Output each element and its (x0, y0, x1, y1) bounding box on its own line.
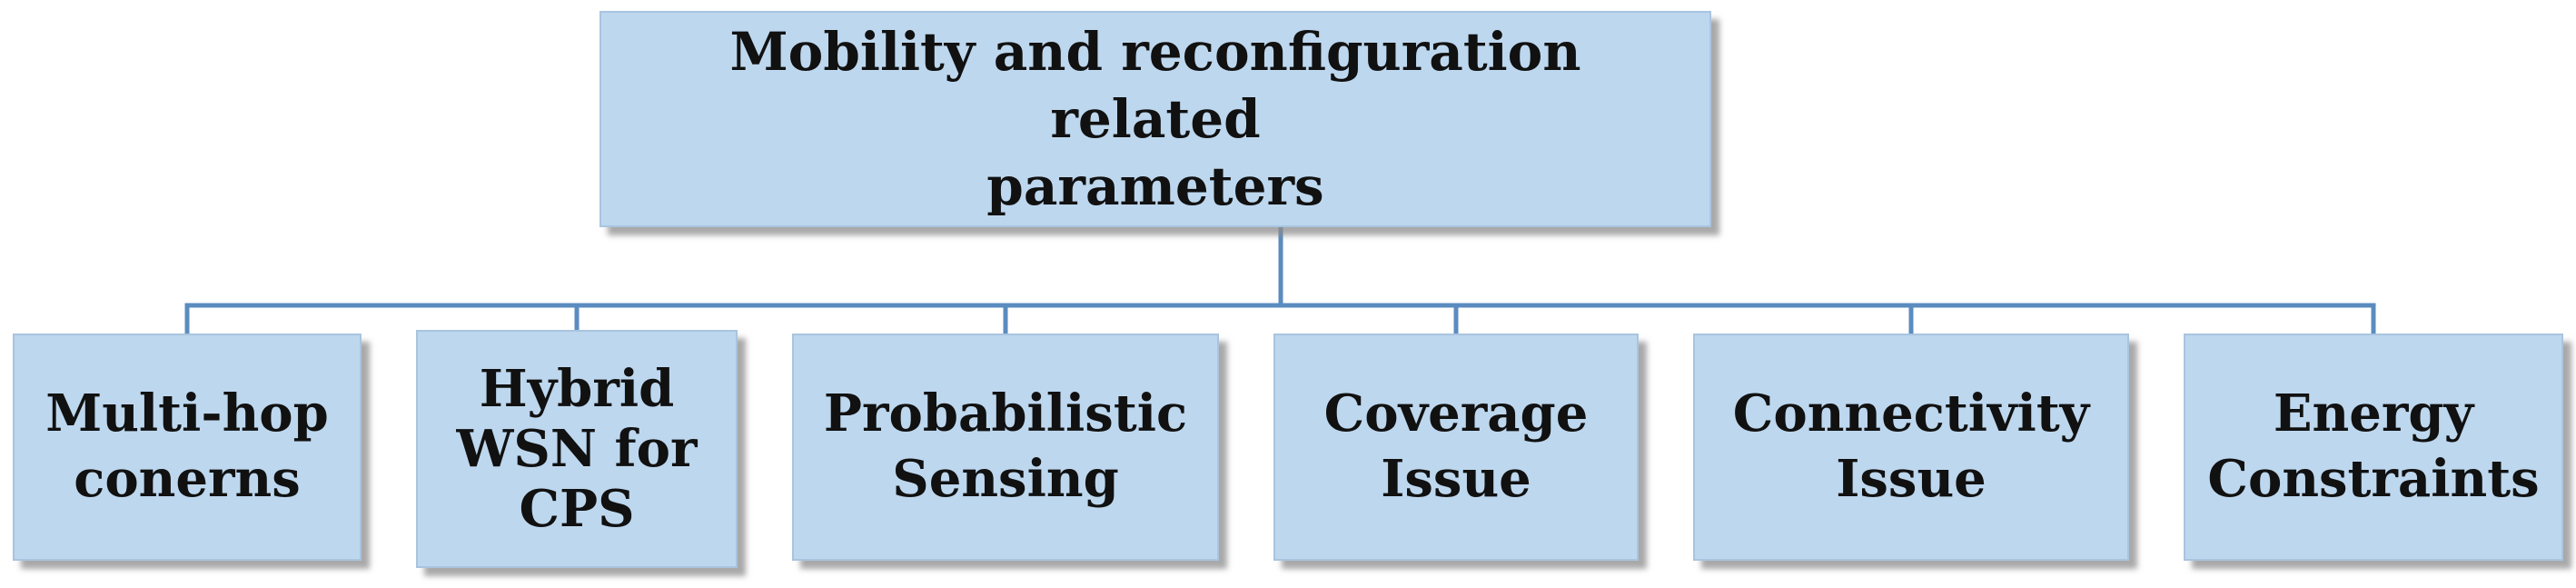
node-probabilistic-sensing: Probabilistic Sensing (792, 334, 1219, 561)
node-hybrid-wsn-for-cps: Hybrid WSN for CPS (416, 330, 738, 568)
node-energy-constraints: Energy Constraints (2184, 334, 2563, 561)
node-connectivity-issue: Connectivity Issue (1693, 334, 2129, 561)
node-coverage-issue: Coverage Issue (1273, 334, 1639, 561)
root-node: Mobility and reconfiguration related par… (599, 11, 1711, 227)
node-multi-hop-conerns: Multi-hop conerns (13, 334, 362, 561)
